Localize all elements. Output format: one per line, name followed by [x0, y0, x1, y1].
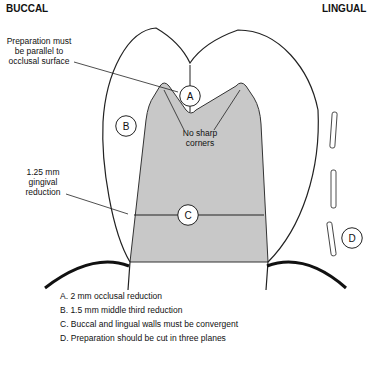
- side-label: LINGUAL: [322, 4, 380, 14]
- side-label: BUCCAL: [6, 4, 66, 14]
- tooth-outline: [103, 28, 319, 290]
- callout-circle: C: [177, 204, 199, 226]
- note-label: No sharp corners: [176, 128, 224, 148]
- leader-line: [74, 62, 178, 92]
- leader-line: [214, 90, 240, 130]
- reduction-line: [190, 65, 191, 87]
- reduction-line: [134, 215, 179, 216]
- key-line: A. 2 mm occlusal reduction: [60, 291, 162, 301]
- plane-mark: [331, 170, 336, 208]
- reduction-line: [197, 215, 264, 216]
- callout-circle: B: [115, 115, 137, 137]
- callout-letter: A: [179, 85, 201, 102]
- preparation-area: [130, 83, 268, 262]
- callout-letter: B: [115, 115, 137, 132]
- note-label: Preparation must be parallel to occlusal…: [4, 36, 74, 66]
- key-line: C. Buccal and lingual walls must be conv…: [60, 319, 238, 329]
- callout-letter: D: [341, 227, 363, 244]
- plane-mark: [330, 112, 337, 148]
- dimension-label: 1.25 mm gingival reduction: [14, 167, 72, 197]
- plane-mark: [327, 222, 337, 256]
- callout-letter: C: [177, 204, 199, 221]
- key-line: D. Preparation should be cut in three pl…: [60, 333, 226, 343]
- leader-line: [66, 194, 128, 214]
- callout-circle: D: [341, 227, 363, 249]
- gingiva: [45, 262, 129, 288]
- gingiva: [267, 262, 346, 288]
- key-line: B. 1.5 mm middle third reduction: [60, 305, 182, 315]
- callout-circle: A: [179, 85, 201, 107]
